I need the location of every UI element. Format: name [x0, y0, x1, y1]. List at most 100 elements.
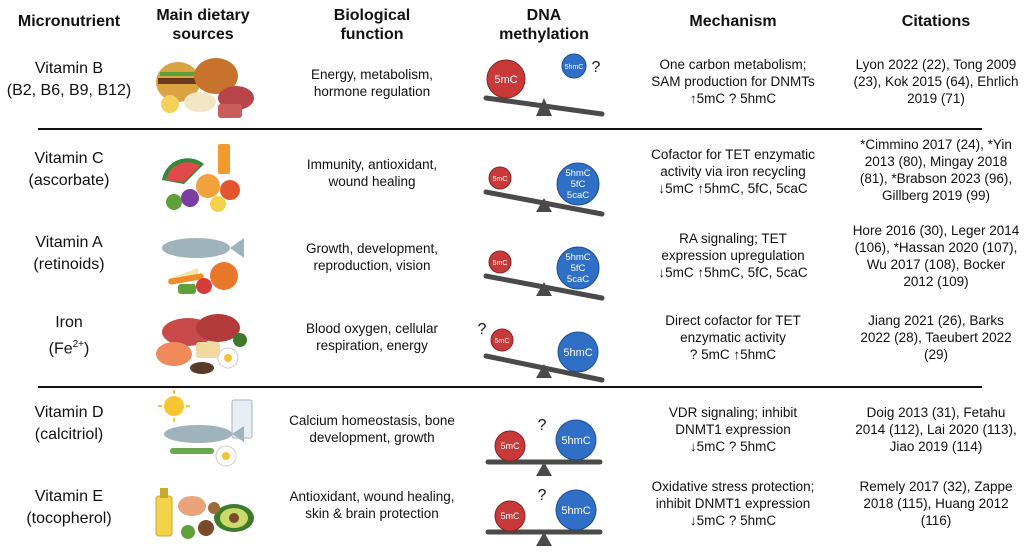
micronutrient-name: Vitamin E (tocopherol) [0, 486, 138, 530]
small-circle-label: 5mC [500, 511, 520, 521]
micronutrient-line2: (Fe2+) [0, 334, 138, 360]
citation-line1: *Cimmino 2017 (24), *Yin [860, 137, 1012, 152]
row-vitamin-c: Vitamin C (ascorbate) Immunity, antioxid… [0, 134, 1024, 218]
citation-line2: 2022 (28), Taeubert 2022 [860, 330, 1012, 345]
header-micronutrient: Micronutrient [17, 13, 121, 30]
big-circle-label-5cac: 5caC [567, 190, 589, 201]
methylation-seesaw-vitamin-c: 5mC 5hmC 5fC 5caC [483, 162, 605, 217]
citation-line1: Doig 2013 (31), Fetahu [866, 405, 1006, 420]
mechanism-line3: ↓5mC ? 5hmC [689, 513, 777, 528]
citation-line4: 2012 (109) [903, 274, 969, 289]
micronutrient-charge: 2+ [72, 339, 85, 350]
header-citations: Citations [901, 13, 971, 30]
small-circle-label: 5mC [500, 441, 520, 451]
header-dna-line2: methylation [499, 26, 589, 43]
row-vitamin-d: Vitamin D (calcitriol) Calcium homeostas… [0, 390, 1024, 476]
biological-function: Antioxidant, wound healing, skin & brain… [278, 488, 466, 522]
citations: *Cimmino 2017 (24), *Yin 2013 (80), Ming… [848, 136, 1024, 204]
citations: Remely 2017 (32), Zappe 2018 (115), Huan… [848, 478, 1024, 529]
micronutrient-line1: Vitamin E [34, 488, 104, 505]
function-line2: skin & brain protection [305, 506, 439, 521]
seesaw-fulcrum [536, 532, 552, 546]
food-illustration-vitamin-a [162, 238, 244, 294]
header-dna-methylation: DNA methylation [480, 6, 608, 44]
micronutrient-line1: Vitamin A [35, 234, 103, 251]
row-vitamin-e: Vitamin E (tocopherol) Antioxidant, woun… [0, 472, 1024, 547]
header-mechanism: Mechanism [689, 13, 777, 30]
section-divider-top [38, 128, 982, 130]
mechanism-line2: DNMT1 expression [675, 422, 791, 437]
micronutrient-line2: (retinoids) [33, 256, 105, 273]
mechanism-line1: Oxidative stress protection; [651, 479, 815, 494]
big-circle-label-5fc: 5fC [571, 263, 586, 274]
micronutrient-name: Vitamin C (ascorbate) [0, 148, 138, 192]
header-function-line1: Biological [333, 7, 411, 24]
seesaw-beam [483, 273, 605, 301]
mechanism-line1: Direct cofactor for TET [665, 313, 801, 328]
micronutrient-name: Vitamin B (B2, B6, B9, B12) [0, 58, 138, 102]
micronutrient-line1: Vitamin D [34, 404, 104, 421]
function-line2: respiration, energy [316, 338, 428, 353]
methylation-seesaw-iron: ? 5mC 5hmC [478, 321, 605, 383]
mechanism-line2: activity via iron recycling [660, 164, 806, 179]
question-mark: ? [592, 59, 601, 76]
citation-line2: 2014 (112), Lai 2020 (113), [855, 422, 1017, 437]
micronutrient-line2: (calcitriol) [34, 426, 104, 443]
mechanism-line1: One carbon metabolism; [659, 57, 807, 72]
big-circle-label: 5mC [494, 74, 517, 86]
mechanism: VDR signaling; inhibit DNMT1 expression … [628, 404, 838, 455]
question-mark: ? [538, 487, 547, 504]
big-circle-oxidized [556, 162, 600, 206]
big-circle-label-5cac: 5caC [567, 274, 589, 285]
small-circle-label: 5hmC [565, 64, 584, 71]
header-dietary-sources: Main dietary sources [140, 6, 266, 44]
big-circle-5hmc [557, 331, 599, 373]
citation-line3: (29) [923, 347, 948, 362]
small-circle-5mc [494, 500, 526, 532]
small-circle-label: 5mC [495, 338, 510, 345]
mechanism: Direct cofactor for TET enzymatic activi… [628, 312, 838, 363]
small-circle-5mc [490, 328, 514, 352]
big-circle-5hmc [555, 489, 597, 531]
food-illustration-vitamin-b [156, 58, 254, 118]
question-mark: ? [478, 321, 487, 338]
mechanism: One carbon metabolism; SAM production fo… [628, 56, 838, 107]
biological-function: Immunity, antioxidant, wound healing [278, 156, 466, 190]
mechanism-line3: ↓5mC ↑5hmC, 5fC, 5caC [658, 265, 808, 280]
function-line1: Immunity, antioxidant, [306, 157, 438, 172]
mechanism-line3: ↑5mC ? 5hmC [689, 91, 777, 106]
citation-line2: (106), *Hassan 2020 (107), [854, 240, 1018, 255]
row-vitamin-b: Vitamin B (B2, B6, B9, B12) Energy, meta… [0, 44, 1024, 128]
biological-function: Growth, development, reproduction, visio… [278, 240, 466, 274]
big-circle-label-5hmc: 5hmC [565, 168, 590, 179]
food-illustration-vitamin-c [162, 144, 240, 212]
header-sources-line1: Main dietary [156, 7, 250, 24]
mechanism-line1: VDR signaling; inhibit [668, 405, 798, 420]
citation-line3: (81), *Brabson 2023 (96), [859, 171, 1013, 186]
methylation-seesaw-vitamin-d: 5mC ? 5hmC [485, 417, 603, 476]
big-circle-label: 5hmC [563, 347, 592, 359]
header-dna-line1: DNA [526, 7, 562, 24]
seesaw-fulcrum [536, 364, 552, 378]
header-sources-line2: sources [172, 26, 234, 43]
mechanism-line1: Cofactor for TET enzymatic [651, 147, 815, 162]
micronutrient-line2: (ascorbate) [28, 172, 110, 189]
seesaw-beam [483, 95, 605, 117]
question-mark: ? [538, 417, 547, 434]
citations: Jiang 2021 (26), Barks 2022 (28), Taeube… [848, 312, 1024, 363]
citation-line4: Gillberg 2019 (99) [881, 188, 991, 203]
biological-function: Energy, metabolism, hormone regulation [278, 66, 466, 100]
big-circle-5hmc [555, 419, 597, 461]
function-line1: Energy, metabolism, [310, 67, 434, 82]
big-circle-label-5fc: 5fC [571, 179, 586, 190]
header-biological-function: Biological function [280, 6, 464, 44]
mechanism-line3: ? 5mC ↑5hmC [689, 347, 777, 362]
citation-line2: (23), Kok 2015 (64), Ehrlich [853, 74, 1019, 89]
micronutrient-line1: Iron [55, 314, 83, 331]
big-circle-oxidized [556, 246, 600, 290]
big-circle-label: 5hmC [561, 435, 590, 447]
micronutrient-line1: Vitamin C [34, 150, 104, 167]
small-circle-5mc [488, 250, 512, 274]
biological-function: Blood oxygen, cellular respiration, ener… [278, 320, 466, 354]
small-circle-5mc [488, 166, 512, 190]
